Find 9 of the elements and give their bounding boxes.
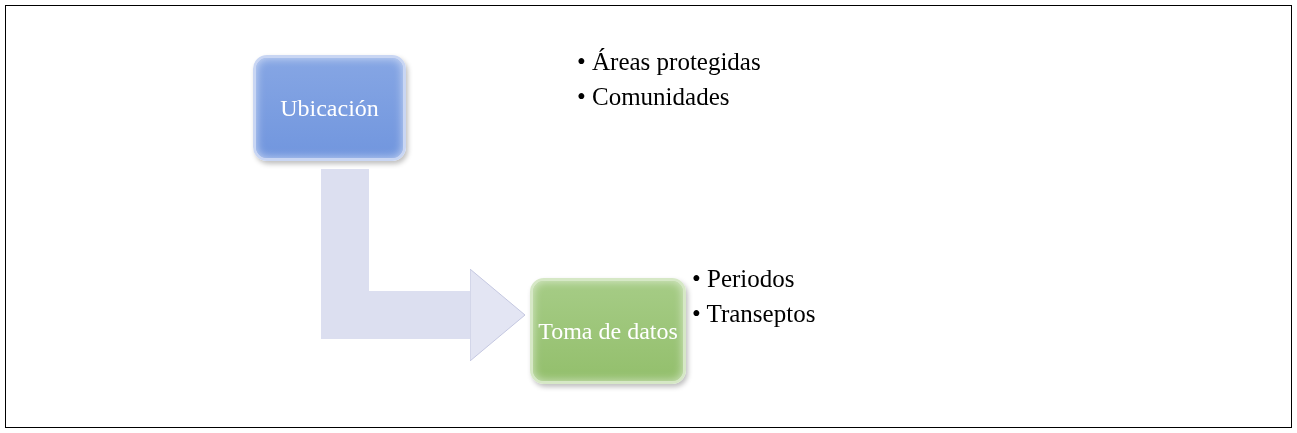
bullet-item: • Áreas protegidas — [577, 47, 761, 77]
bullet-item: • Comunidades — [577, 82, 731, 112]
process-box — [530, 278, 686, 384]
bent-arrow — [321, 169, 526, 362]
bullet-item: • Periodos — [692, 264, 796, 294]
bullet-item: • Transeptos — [692, 299, 816, 329]
box-label: Ubicación — [280, 94, 379, 122]
box-label: Toma de datos — [538, 317, 678, 345]
process-box — [253, 55, 406, 161]
